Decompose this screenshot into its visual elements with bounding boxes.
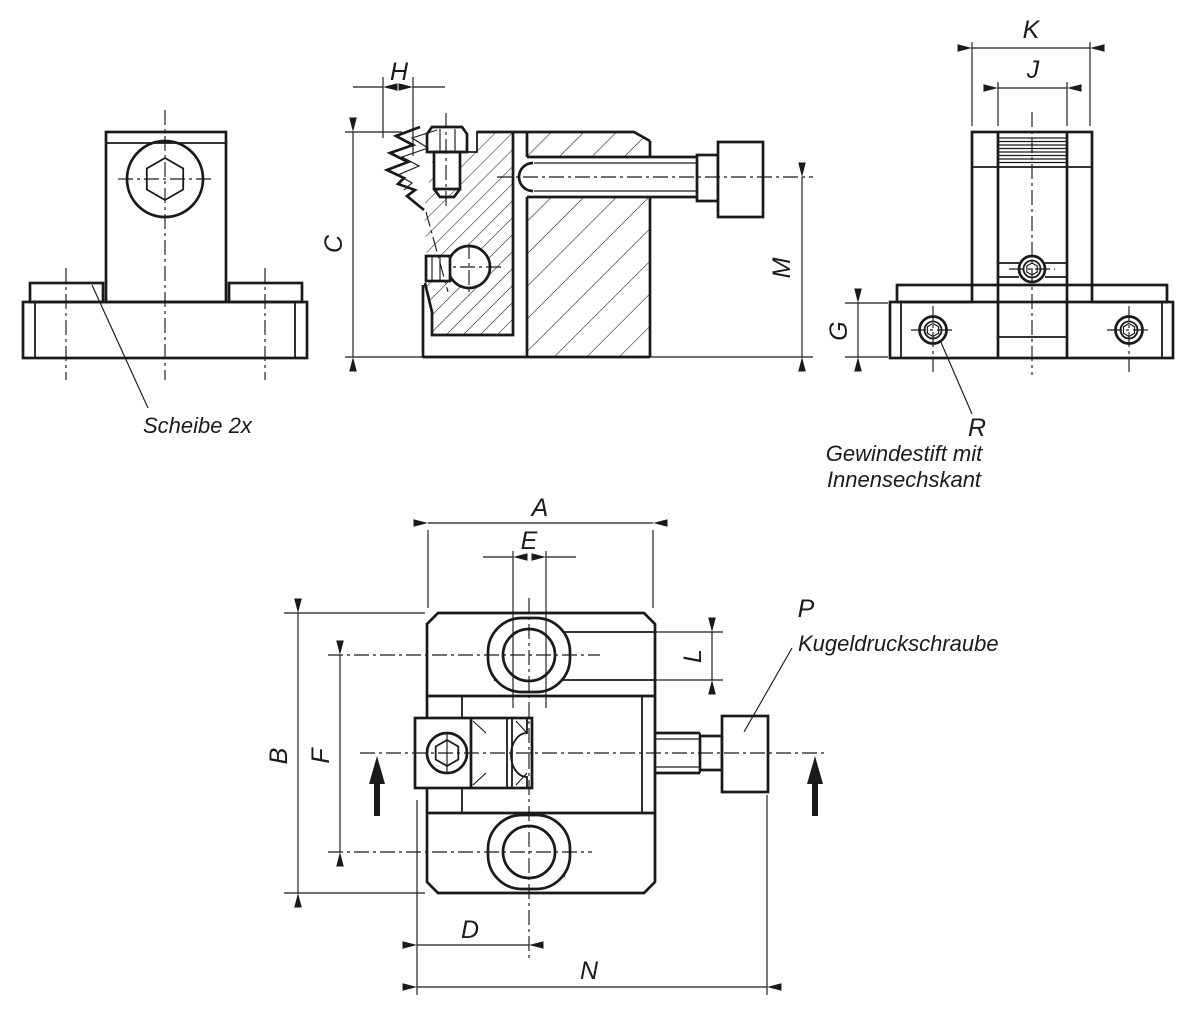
side-base	[888, 300, 1175, 360]
force-arrow-left	[369, 756, 385, 816]
dim-m: M	[768, 162, 806, 372]
jaw-screw	[425, 125, 469, 199]
ball-screw-note: Kugeldruckschraube	[798, 631, 999, 656]
force-arrow-right	[807, 756, 823, 816]
washer-note: Scheibe 2x	[143, 413, 253, 438]
washer-leader-line	[91, 284, 149, 409]
dim-n: N	[402, 957, 782, 991]
washer-left-side	[895, 283, 974, 304]
dim-k: K	[957, 16, 1105, 126]
hex-socket-icon	[145, 156, 185, 202]
dim-label-h: H	[390, 58, 409, 86]
dim-c: C	[320, 117, 357, 372]
plan-view: A E L B F	[265, 494, 999, 995]
dim-a: A	[413, 494, 668, 608]
dim-label-b: B	[265, 748, 293, 765]
dim-label-n: N	[580, 957, 599, 985]
base-set-screw-left	[911, 306, 955, 372]
socket-screw-head	[125, 139, 205, 219]
base-set-screw-right	[1107, 306, 1151, 372]
dim-label-g: G	[825, 321, 853, 340]
dim-h: H	[353, 58, 445, 156]
thread-lines	[999, 137, 1066, 164]
plan-body	[425, 611, 657, 895]
washer-right	[227, 281, 304, 304]
dim-label-c: C	[320, 234, 348, 253]
dim-f: F	[307, 640, 344, 867]
set-screw-note-line2: Innensechskant	[827, 467, 982, 492]
pivot-centerline	[425, 211, 449, 293]
side-column	[970, 130, 1094, 287]
screw-neck	[695, 153, 720, 203]
dim-label-f: F	[307, 747, 335, 764]
serrated-face	[383, 125, 425, 212]
dim-b: B	[265, 598, 425, 908]
dim-label-j: J	[1026, 56, 1040, 84]
ball-screw-ref: P	[798, 595, 815, 623]
washer-right-side	[1090, 283, 1169, 304]
washer-left	[28, 281, 105, 304]
set-screw-note-line1: Gewindestift mit	[826, 441, 983, 466]
ball-pressure-screw-plan	[655, 714, 770, 794]
jaw-set-screw	[424, 254, 452, 283]
dim-l: L	[655, 617, 723, 695]
screw-head	[716, 140, 765, 219]
screw-head	[720, 714, 770, 794]
section-view: H C M	[320, 58, 813, 372]
dim-e: E	[483, 527, 576, 708]
set-screw-ref: R	[968, 414, 986, 442]
hex-socket-icon	[1026, 262, 1038, 276]
dim-label-a: A	[530, 494, 549, 522]
side-view: K J G R Gewindestift mit Innensechskant	[825, 16, 1175, 492]
front-view: Scheibe 2x	[21, 110, 309, 438]
dim-label-m: M	[768, 257, 796, 278]
dim-label-l: L	[679, 649, 707, 663]
dim-label-e: E	[521, 527, 538, 555]
dim-d: D	[402, 795, 768, 995]
front-base	[21, 300, 309, 360]
dim-label-k: K	[1023, 16, 1041, 44]
dim-label-d: D	[461, 916, 479, 944]
set-screw-leader-line	[939, 339, 973, 415]
dim-j: J	[983, 56, 1082, 126]
ball-screw-leader-line	[743, 647, 793, 733]
dim-g: G	[825, 288, 888, 372]
